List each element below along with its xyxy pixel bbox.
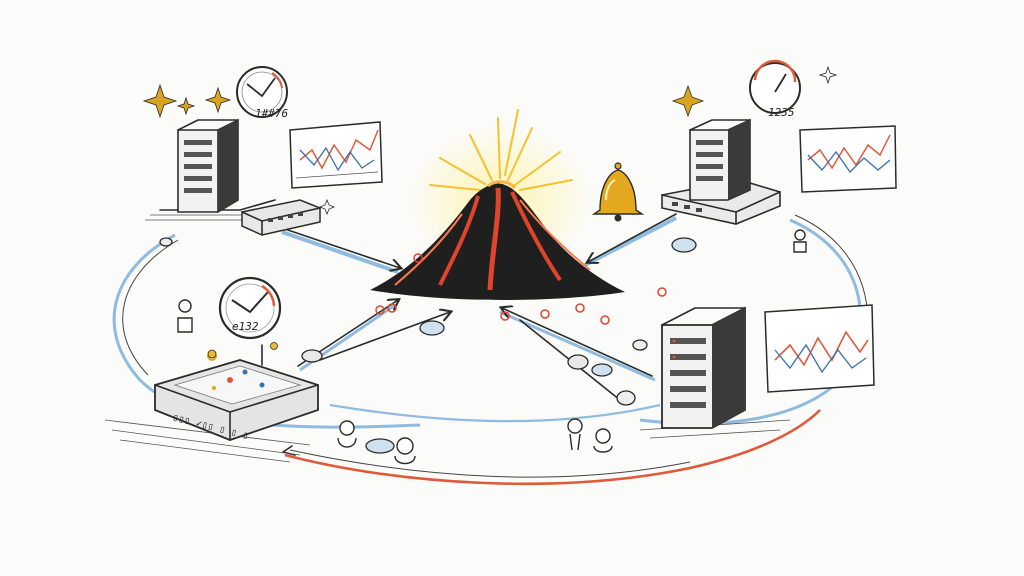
- gauge-icon-top-left: 1##76: [236, 66, 288, 120]
- router-icon-hub: ▯▯▯ ✓▯▯ ▯ ▯ ▯: [104, 351, 319, 463]
- line-chart-icon-bottom-right: [764, 304, 875, 393]
- gauge-icon-center-left: e132: [218, 276, 282, 340]
- gauge-readout-center-left: e132: [232, 320, 259, 333]
- line-chart-icon-top-left: [289, 121, 383, 189]
- sparkle-icon: [142, 65, 838, 216]
- server-icon-bottom-right: [639, 306, 791, 439]
- bell-icon: [591, 162, 645, 222]
- line-chart-icon-top-right: [799, 125, 897, 193]
- server-icon-top-right: [661, 118, 781, 225]
- volcano-icon: [370, 109, 667, 325]
- gauge-readout-top-left: 1##76: [255, 107, 288, 120]
- router-icon-top-left: [241, 199, 321, 236]
- packet-icon: [159, 237, 697, 454]
- gauge-icon-top-right: 1235: [749, 59, 801, 119]
- alert-dot: [207, 342, 278, 359]
- server-icon-top-left: [145, 118, 276, 221]
- person-icon: [177, 229, 807, 465]
- gauge-readout-top-right: 1235: [768, 106, 795, 119]
